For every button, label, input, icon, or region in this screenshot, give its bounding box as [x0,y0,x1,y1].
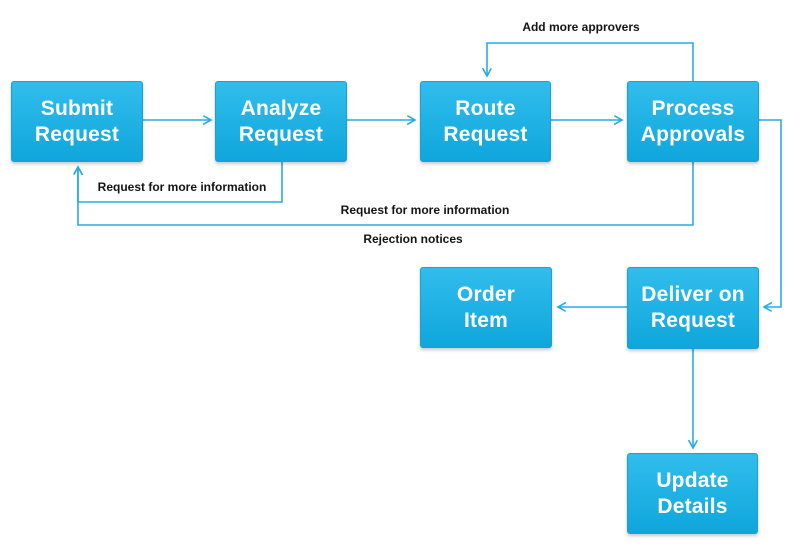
edge-process-to-route-loop [487,42,694,81]
edge-label-request-more-info-2: Request for more information [340,203,510,217]
node-update-details: Update Details [627,453,758,534]
node-order-item: Order Item [420,267,552,348]
node-deliver-on-request: Deliver on Request [627,267,759,349]
node-submit-request: Submit Request [11,81,143,162]
edge-process-to-deliver [759,119,782,307]
edge-label-add-more-approvers: Add more approvers [522,20,640,34]
edge-label-request-more-info-1: Request for more information [97,180,267,194]
node-route-request: Route Request [420,81,551,162]
edge-label-rejection-notices: Rejection notices [363,232,463,246]
edge-process-to-submit-return [78,162,694,226]
node-analyze-request: Analyze Request [215,81,347,162]
node-process-approvals: Process Approvals [627,81,759,162]
